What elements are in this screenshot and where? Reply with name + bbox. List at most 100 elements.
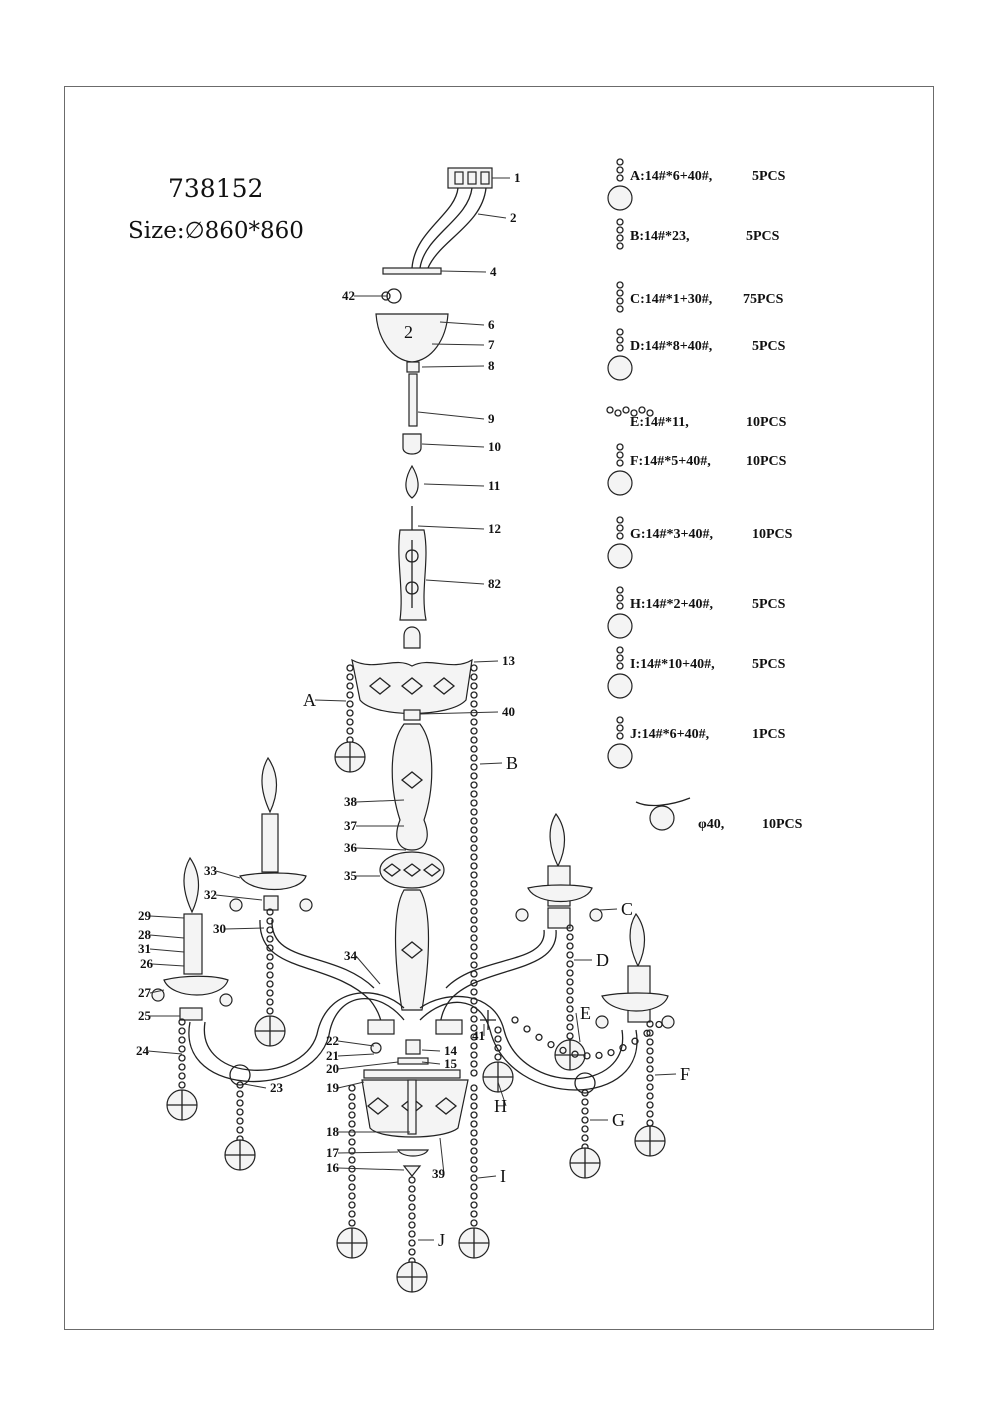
crystal-bead — [470, 808, 478, 816]
crystal-bead — [348, 1084, 356, 1092]
part-number-label: 9 — [488, 411, 495, 426]
crystal-bead — [616, 166, 624, 174]
crystal-bead — [408, 1221, 416, 1229]
crystal-bead — [346, 718, 354, 726]
leader-line — [149, 948, 185, 953]
size-value: 860*860 — [204, 218, 304, 244]
prism-icon — [635, 797, 691, 807]
part-number-label: 10 — [488, 439, 501, 454]
leader-line — [337, 1167, 405, 1171]
crystal-bead — [470, 817, 478, 825]
crystal-bead — [581, 1107, 589, 1115]
crystal-bead — [470, 673, 478, 681]
crystal-bead — [266, 917, 274, 925]
leader-line — [337, 1040, 375, 1047]
crystal-bead — [266, 935, 274, 943]
arm-ring-right — [574, 1072, 596, 1094]
crystal-ball-icon — [607, 613, 633, 639]
leader-line — [149, 934, 185, 939]
crystal-strand — [554, 924, 586, 1071]
crystal-chains — [151, 664, 675, 1293]
crystal-bead — [408, 1176, 416, 1184]
crystal-bead — [616, 289, 624, 297]
arm-right-upper — [439, 929, 557, 1031]
leader-line — [337, 1081, 365, 1089]
crystal-bead — [236, 1108, 244, 1116]
crystal-bead — [346, 691, 354, 699]
crystal-bead — [346, 700, 354, 708]
leader-line — [423, 483, 485, 487]
legend-row: C:14#*1+30#,75PCS — [616, 281, 784, 313]
crystal-bead — [348, 1210, 356, 1218]
crystal-bead — [408, 1239, 416, 1247]
crystal-legend: A:14#*6+40#,5PCS B:14#*23, 5PCS C:14#*1+30#… — [606, 158, 803, 832]
legend-qty: 75PCS — [743, 292, 784, 307]
crystal-bead — [408, 1248, 416, 1256]
crystal-bead — [470, 889, 478, 897]
down-rod — [408, 373, 418, 427]
small-crystal — [661, 1015, 675, 1029]
leader-line — [477, 1175, 497, 1179]
leader-line — [224, 927, 265, 930]
legend-code: B:14#*23, — [630, 229, 690, 244]
crystal-strand — [224, 1081, 256, 1171]
crystal-bead — [470, 1102, 478, 1110]
drawing-frame — [64, 86, 934, 1330]
leader-line — [421, 1049, 441, 1052]
legend-row: H:14#*2+40#,5PCS — [607, 586, 786, 639]
crystal-festoon — [511, 1016, 663, 1060]
crystal-bead — [566, 978, 574, 986]
crystal-bead — [266, 980, 274, 988]
crystal-bead — [581, 1134, 589, 1142]
crystal-bead — [616, 662, 624, 670]
crystal-bead — [616, 594, 624, 602]
crystal-bead — [236, 1090, 244, 1098]
crystal-bead — [348, 1102, 356, 1110]
model-number: 738152 — [168, 174, 264, 203]
arm-left-lower-inner — [203, 992, 405, 1071]
crystal-bead — [616, 646, 624, 654]
crystal-bead — [646, 1047, 654, 1055]
crystal-bead — [348, 1165, 356, 1173]
crystal-bead — [630, 409, 638, 417]
part-number-label: 33 — [204, 863, 218, 878]
crystal-bead — [470, 1129, 478, 1137]
legend-qty: 1PCS — [752, 727, 786, 742]
crystal-bead — [266, 962, 274, 970]
crystal-bead — [348, 1138, 356, 1146]
crystal-bead — [470, 1042, 478, 1050]
leader-line — [575, 1012, 581, 1043]
crystal-bead — [348, 1093, 356, 1101]
arm-left-upper — [259, 919, 383, 1031]
crystal-bead — [616, 724, 624, 732]
legend-code: F:14#*5+40#, — [630, 454, 711, 469]
crystal-bead — [581, 1125, 589, 1133]
crystal-bead — [470, 1201, 478, 1209]
part-number-label: 82 — [488, 576, 501, 591]
crystal-strand — [482, 1026, 514, 1093]
legend-row: A:14#*6+40#,5PCS — [607, 158, 786, 211]
legend-qty: 5PCS — [752, 597, 786, 612]
part-number-label: 34 — [344, 948, 358, 963]
crystal-bead — [470, 952, 478, 960]
part-number-label: 8 — [488, 358, 495, 373]
crystal-bead — [616, 281, 624, 289]
arm-clip-right — [435, 1019, 463, 1035]
crystal-bead — [178, 1036, 186, 1044]
crystal-bead — [470, 835, 478, 843]
stem-collar — [403, 709, 421, 721]
part-number-label: 30 — [213, 921, 226, 936]
crystal-bead — [646, 409, 654, 417]
leader-line — [477, 213, 507, 219]
crystal-bead — [616, 226, 624, 234]
leader-line — [215, 870, 241, 879]
bowl-flowers-top — [368, 677, 456, 695]
crystal-bead — [616, 654, 624, 662]
candle-right-lower — [601, 912, 669, 1023]
crystal-bead — [494, 1053, 502, 1061]
crystal-bead — [523, 1025, 531, 1033]
crystal-bead — [511, 1016, 519, 1024]
crystal-bead — [470, 790, 478, 798]
legend-qty: 5PCS — [752, 169, 786, 184]
arm-right-lower — [419, 1001, 638, 1091]
